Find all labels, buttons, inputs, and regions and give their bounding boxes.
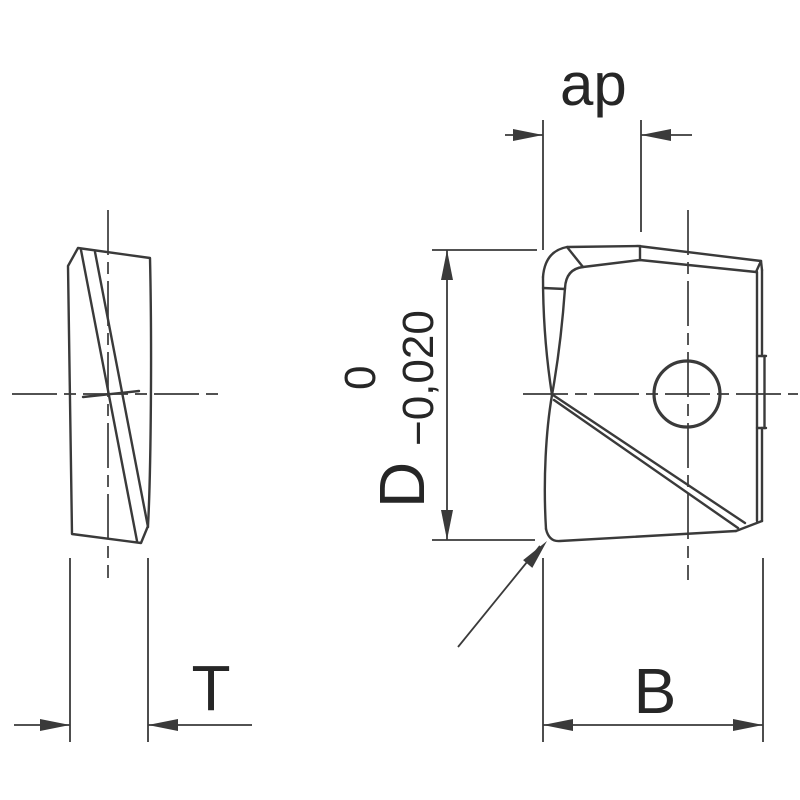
dimension-ap: ap [505,51,692,250]
d-label: D [366,462,438,508]
ap-label: ap [560,51,627,118]
front-cutting-edge-1 [551,393,747,525]
corner-leader-arrowhead [523,541,547,568]
mounting-hole [652,359,722,429]
side-diagonal-edge-1 [79,248,139,543]
front-outline-top [541,244,764,279]
front-inner-top-edge [581,258,758,274]
front-bottom-right-facet [734,519,764,533]
front-inner-corner-arc [563,265,585,290]
ap-arrowhead-right [641,129,671,141]
front-bottom-edge [544,527,738,543]
d-tolerance-lower: −0,020 [394,310,443,446]
dimension-d: D 0 −0,020 [336,249,537,541]
dimension-b: B [542,558,764,742]
side-diagonal-edge-2 [93,250,150,529]
front-inner-left-edge [550,286,567,397]
dimension-t: T [14,558,252,742]
corner-leader [457,541,547,648]
b-arrowhead-left [543,719,573,731]
front-top-right-corner [754,259,763,274]
d-tolerance-upper: 0 [336,366,385,390]
t-label: T [191,652,230,724]
b-arrowhead-right [733,719,763,731]
t-arrowhead-right [148,719,178,731]
front-view [523,210,798,580]
ap-arrowhead-left [513,129,543,141]
front-left-edge-upper [541,275,554,397]
front-left-edge-lower [543,393,554,531]
front-cutting-edge-2 [552,398,740,530]
b-label: B [634,655,677,727]
t-arrowhead-left [40,719,70,731]
front-corner-facet [565,245,585,269]
d-arrowhead-bottom [441,510,453,540]
side-waist-edge [81,389,141,399]
front-corner-tick [541,286,567,291]
d-arrowhead-top [441,250,453,280]
side-view [12,210,222,578]
